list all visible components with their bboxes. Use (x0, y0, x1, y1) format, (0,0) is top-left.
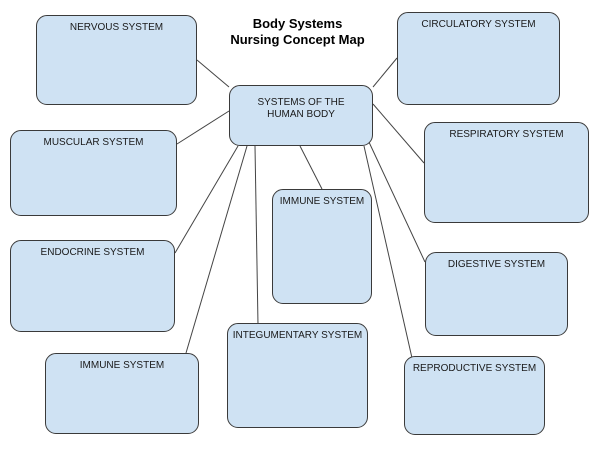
central-label-line-2: HUMAN BODY (267, 109, 335, 120)
central-label-line-1: SYSTEMS OF THE (257, 97, 345, 108)
connector-digestive (367, 139, 426, 263)
node-endocrine-system[interactable]: ENDOCRINE SYSTEM (10, 240, 175, 332)
connector-reproductive (363, 145, 413, 359)
node-label: IMMUNE SYSTEM (279, 196, 365, 207)
node-label: ENDOCRINE SYSTEM (40, 247, 145, 258)
connector-immune-bottom (185, 145, 248, 354)
node-label: CIRCULATORY SYSTEM (421, 19, 536, 30)
node-immune-system-bottom[interactable]: IMMUNE SYSTEM (45, 353, 199, 434)
node-label: MUSCULAR SYSTEM (43, 137, 144, 148)
node-label: REPRODUCTIVE SYSTEM (412, 363, 537, 374)
connector-circulatory (372, 57, 398, 88)
node-immune-system-center[interactable]: IMMUNE SYSTEM (272, 189, 372, 304)
connector-muscular (176, 110, 230, 145)
node-digestive-system[interactable]: DIGESTIVE SYSTEM (425, 252, 568, 336)
title-line-2: Nursing Concept Map (230, 32, 365, 47)
connector-integumentary (254, 145, 259, 326)
connector-nervous (196, 59, 230, 88)
title-line-1: Body Systems (252, 16, 343, 31)
central-node[interactable]: SYSTEMS OF THE HUMAN BODY (229, 85, 373, 146)
connector-immune-center (299, 145, 323, 190)
node-integumentary-system[interactable]: INTEGUMENTARY SYSTEM (227, 323, 368, 428)
node-nervous-system[interactable]: NERVOUS SYSTEM (36, 15, 197, 105)
map-title: Body Systems Nursing Concept Map (215, 16, 380, 48)
node-muscular-system[interactable]: MUSCULAR SYSTEM (10, 130, 177, 216)
connector-endocrine (174, 145, 239, 254)
node-label: IMMUNE SYSTEM (79, 360, 165, 371)
connector-respiratory (372, 103, 425, 164)
node-circulatory-system[interactable]: CIRCULATORY SYSTEM (397, 12, 560, 105)
node-label: INTEGUMENTARY SYSTEM (232, 330, 363, 341)
node-label: NERVOUS SYSTEM (69, 22, 164, 33)
node-label: RESPIRATORY SYSTEM (449, 129, 564, 140)
node-label: DIGESTIVE SYSTEM (447, 259, 546, 270)
node-respiratory-system[interactable]: RESPIRATORY SYSTEM (424, 122, 589, 223)
node-reproductive-system[interactable]: REPRODUCTIVE SYSTEM (404, 356, 545, 435)
